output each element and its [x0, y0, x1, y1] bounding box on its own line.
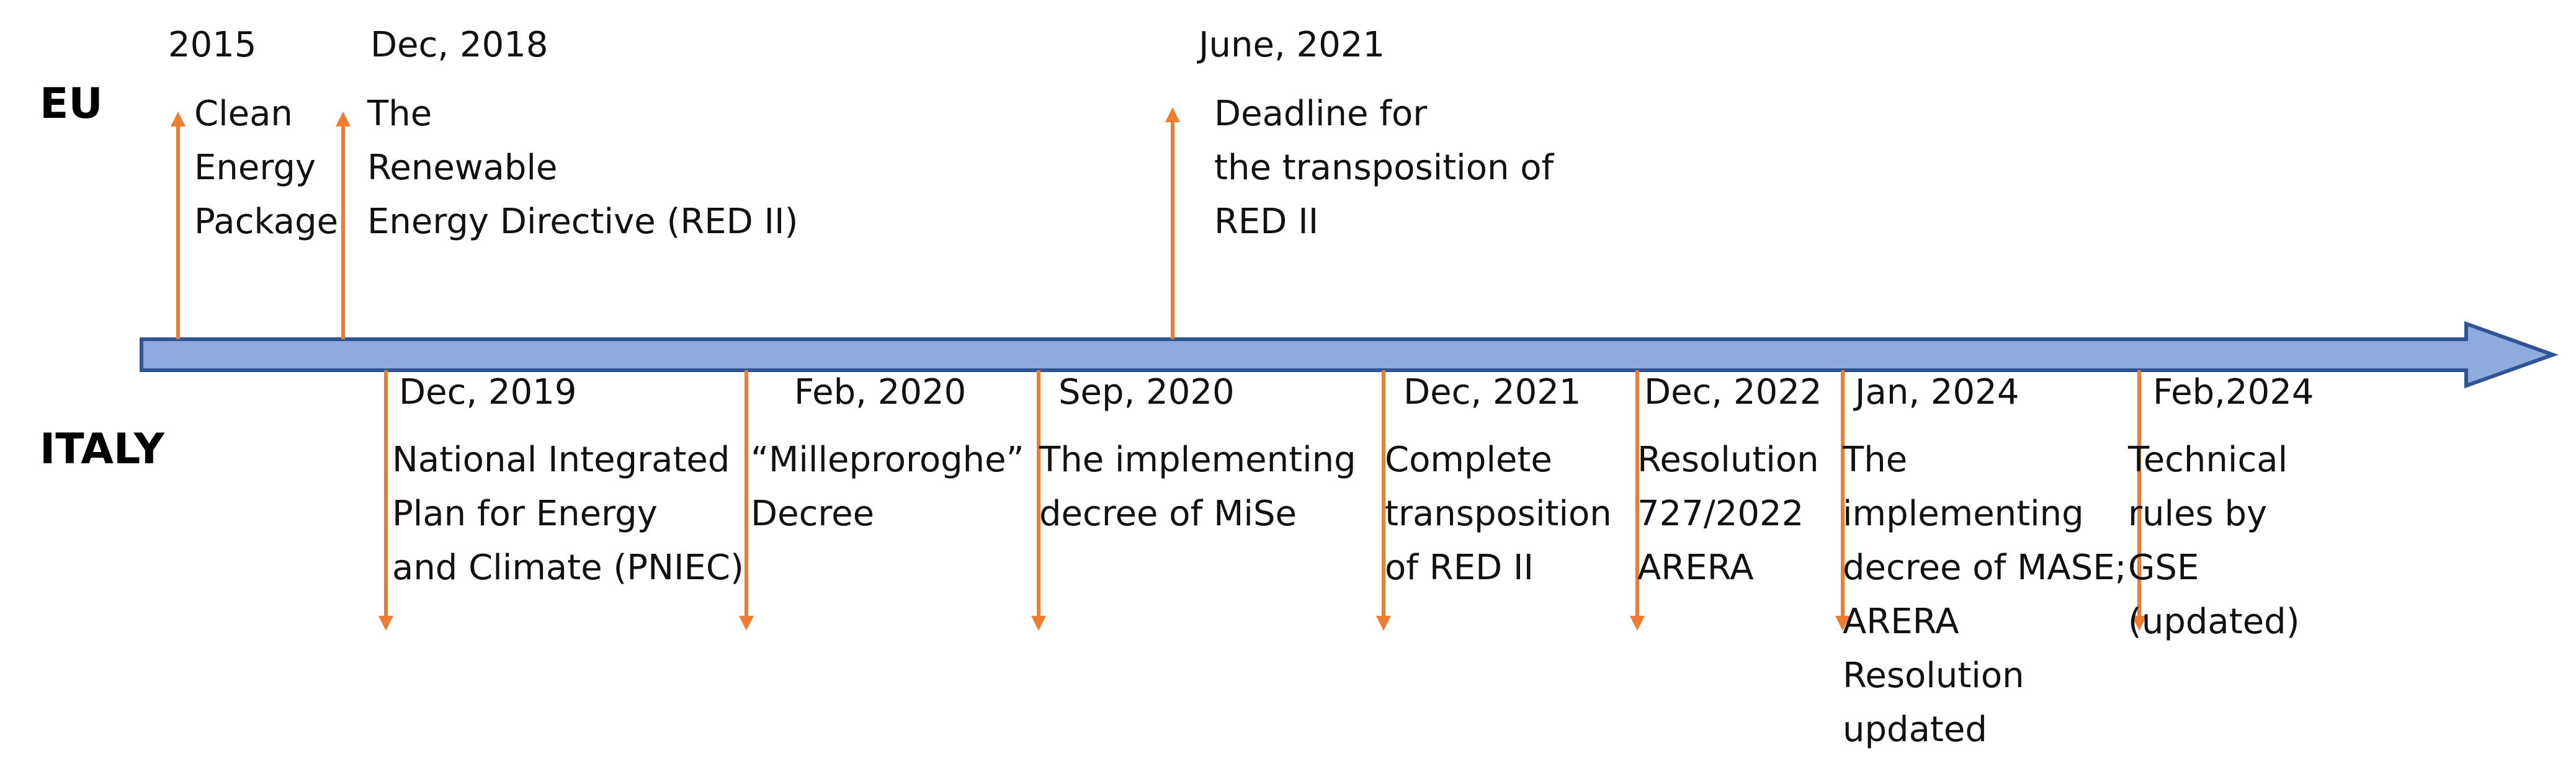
italy-event-description: Technical rules by GSE (updated): [2128, 433, 2300, 649]
eu-connectors: [171, 107, 1180, 339]
event-description-line: The: [1843, 440, 1908, 480]
event-description-line: decree of MiSe: [1039, 494, 1297, 534]
event-description-line: National Integrated: [392, 440, 730, 480]
event-description-line: Technical: [2128, 440, 2288, 480]
italy-row-label: ITALY: [40, 425, 165, 474]
event-description-line: Energy: [194, 148, 316, 188]
italy-event-description: “Milleproroghe” Decree: [751, 433, 1024, 541]
event-description-line: transposition: [1385, 494, 1612, 534]
event-description-line: Clean: [194, 94, 293, 134]
italy-event-date: Dec, 2022: [1644, 372, 1822, 412]
eu-event-date: Dec, 2018: [370, 25, 548, 65]
eu-event-date: 2015: [168, 25, 257, 65]
event-description-line: Deadline for: [1214, 94, 1428, 134]
event-description-line: The: [367, 94, 432, 134]
italy-event-description: The implementing decree of MiSe: [1039, 433, 1356, 541]
event-description-line: RED II: [1214, 202, 1319, 242]
italy-event-date: Dec, 2021: [1403, 372, 1581, 412]
event-description-line: 727/2022: [1637, 494, 1804, 534]
italy-connectors: [378, 370, 2147, 631]
event-description-line: and Climate (PNIEC): [392, 548, 744, 588]
italy-event-date: Sep, 2020: [1058, 372, 1235, 412]
event-description-line: updated: [1843, 709, 1987, 750]
event-description-line: ARERA: [1637, 548, 1754, 588]
event-description-line: Plan for Energy: [392, 494, 658, 534]
italy-event-description: The implementing decree of MASE; ARERA Resol…: [1843, 433, 2127, 757]
event-description-line: Complete: [1385, 440, 1552, 480]
event-description-line: Decree: [751, 494, 875, 534]
event-description-line: “Milleproroghe”: [751, 440, 1024, 480]
event-description-line: of RED II: [1385, 548, 1534, 588]
eu-row-label: EU: [40, 79, 103, 128]
eu-event-description: Deadline for the transposition of RED II: [1214, 87, 1554, 249]
event-description-line: rules by: [2128, 494, 2268, 534]
italy-event-date: Feb, 2020: [794, 372, 967, 412]
event-description-line: (updated): [2128, 602, 2300, 642]
italy-event-description: Complete transposition of RED II: [1385, 433, 1612, 595]
event-description-line: decree of MASE;: [1843, 548, 2127, 588]
timeline-axis-arrow: [140, 321, 2559, 389]
italy-event-date: Feb,2024: [2153, 372, 2314, 412]
event-description-line: Package: [194, 202, 339, 242]
event-description-line: Renewable: [367, 148, 558, 188]
event-description-line: The implementing: [1039, 440, 1356, 480]
event-description-line: the transposition of: [1214, 148, 1554, 188]
event-description-line: GSE: [2128, 548, 2199, 588]
eu-event-date: June, 2021: [1199, 25, 1385, 65]
event-description-line: Energy Directive (RED II): [367, 202, 798, 242]
italy-event-date: Jan, 2024: [1855, 372, 2019, 412]
event-description-line: implementing: [1843, 494, 2084, 534]
event-description-line: ARERA: [1843, 602, 1959, 642]
italy-event-date: Dec, 2019: [399, 372, 577, 412]
event-description-line: Resolution: [1843, 656, 2024, 696]
event-description-line: Resolution: [1637, 440, 1819, 480]
